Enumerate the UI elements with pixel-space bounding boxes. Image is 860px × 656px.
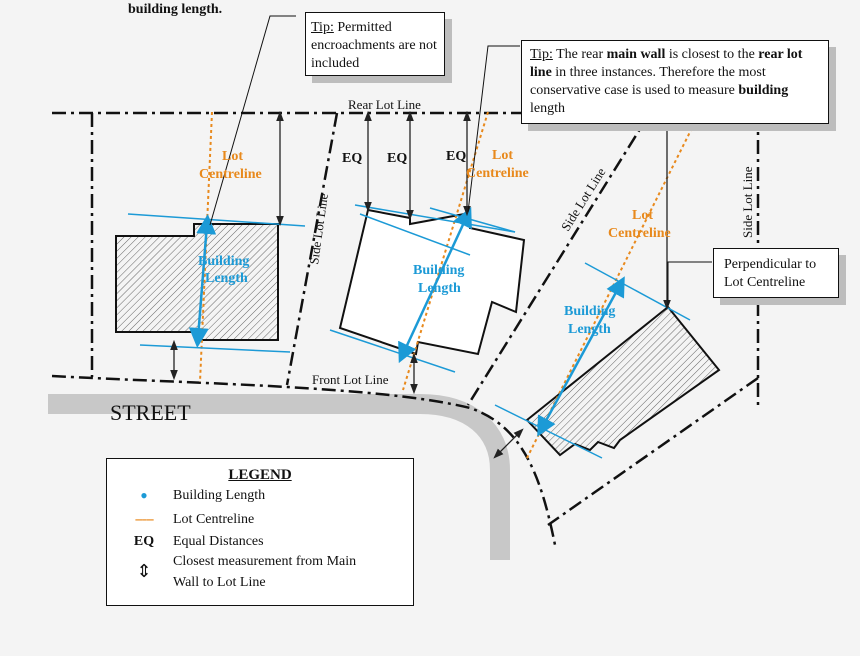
front-lot-line-label: Front Lot Line	[312, 372, 389, 387]
eq-label-2: EQ	[387, 151, 407, 166]
side-lot-line-label-3: Side Lot Line	[740, 166, 755, 238]
building-length-arrows	[188, 206, 625, 437]
lot-centreline-label-3b: Centreline	[608, 226, 671, 241]
side-lot-line-2	[285, 112, 339, 386]
eq-icon: EQ	[133, 534, 155, 549]
building-length-label-1b: Length	[205, 271, 248, 286]
building-3	[525, 305, 721, 457]
eq-label-1: EQ	[342, 151, 362, 166]
rear-lot-line-label: Rear Lot Line	[348, 97, 421, 112]
building-1	[115, 223, 279, 341]
building-length-label-2b: Length	[418, 281, 461, 296]
tip-prefix: Tip:	[530, 47, 553, 62]
tip-text: Permitted encroachments are not included	[311, 20, 437, 71]
building-length-label-3b: Length	[568, 322, 611, 337]
lot-centreline-label-3a: Lot	[632, 208, 653, 223]
side-lot-line-label-2: Side Lot Line	[558, 165, 609, 234]
front-lot-line	[51, 374, 557, 546]
building-length-arrow-2	[398, 206, 472, 364]
lot-centreline-label-1a: Lot	[222, 149, 243, 164]
tip-prefix: Tip:	[311, 20, 334, 35]
lot-centreline-label-2a: Lot	[492, 148, 513, 163]
tip-box-perpendicular: Perpendicular to Lot Centreline	[713, 248, 839, 298]
street-label: STREET	[110, 400, 191, 425]
side-lot-line-label-1: Side Lot Line	[306, 192, 331, 265]
tip-text: Perpendicular to Lot Centreline	[724, 257, 817, 290]
tip-leaders	[209, 15, 712, 305]
legend-title: LEGEND	[228, 467, 292, 483]
legend: LEGEND • Building Length ----- Lot Centr…	[106, 458, 414, 606]
orange-dash-icon: -----	[134, 512, 154, 527]
building-length-arrow-1	[188, 214, 217, 348]
building-length-label-1a: Building	[198, 254, 249, 269]
building-length-label-2a: Building	[413, 263, 464, 278]
double-arrow-icon: ⇕	[136, 561, 152, 581]
building-length-label-3a: Building	[564, 304, 615, 319]
blue-dot-icon: •	[140, 483, 148, 508]
tip-box-encroachments: Tip: Permitted encroachments are not inc…	[305, 12, 445, 76]
lot-centreline-label-2b: Centreline	[466, 166, 529, 181]
eq-label-3: EQ	[446, 149, 466, 164]
header-fragment: building length.	[128, 2, 223, 17]
lot-centreline-label-1b: Centreline	[199, 167, 262, 182]
lot-lines	[51, 111, 760, 546]
side-lot-line-5	[547, 376, 759, 527]
building-length-arrow-3	[537, 276, 625, 437]
side-lot-line-3	[466, 112, 652, 406]
closest-measurement-arrows	[170, 110, 671, 459]
street	[48, 394, 510, 560]
tip-box-rear-wall: Tip: The rear main wall is closest to th…	[521, 40, 829, 124]
